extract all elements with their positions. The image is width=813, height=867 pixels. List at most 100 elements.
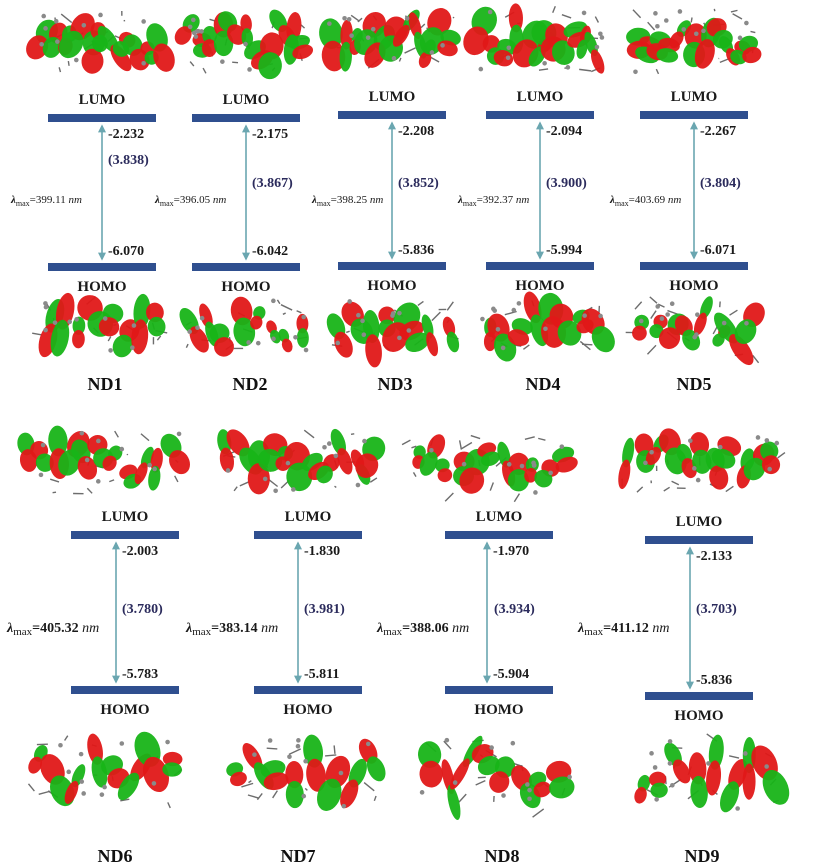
homo-bar (192, 263, 300, 271)
lumo-bar (254, 531, 362, 539)
homo-label: HOMO (674, 708, 723, 724)
molecule-name: ND9 (685, 846, 720, 866)
lumo-bar (645, 536, 753, 544)
molecule-name: ND8 (485, 846, 520, 866)
homo-energy: -6.070 (108, 244, 144, 259)
lumo-orbital-image (217, 428, 386, 495)
homo-bar (254, 686, 362, 694)
lumo-orbital-image (174, 9, 314, 80)
lumo-bar (338, 111, 446, 119)
lambda-max-label: λmax=399.11 nm (10, 194, 82, 208)
lumo-energy: -2.094 (546, 124, 582, 139)
band-gap-value: (3.900) (546, 176, 587, 191)
lumo-label: LUMO (476, 509, 523, 525)
lumo-bar (71, 531, 179, 539)
lumo-label: LUMO (517, 89, 564, 105)
lumo-energy: -2.003 (122, 544, 158, 559)
lumo-orbital-image (401, 434, 578, 503)
homo-energy: -6.071 (700, 243, 736, 258)
lumo-energy: -2.232 (108, 127, 144, 142)
homo-label: HOMO (669, 278, 718, 294)
molecule-name: ND7 (281, 846, 316, 866)
lumo-energy: -2.208 (398, 124, 434, 139)
homo-energy: -5.904 (493, 667, 529, 682)
homo-energy: -5.836 (696, 673, 732, 688)
band-gap-value: (3.934) (494, 602, 535, 617)
lumo-label: LUMO (676, 514, 723, 530)
homo-bar (640, 262, 748, 270)
lumo-orbital-image (626, 8, 762, 75)
lumo-energy: -2.175 (252, 127, 288, 142)
homo-orbital-image (634, 733, 790, 813)
molecule-name: ND2 (233, 374, 268, 394)
homo-orbital-image (179, 296, 309, 357)
lumo-bar (192, 114, 300, 122)
lumo-orbital-image (319, 8, 461, 72)
band-gap-value: (3.867) (252, 176, 293, 191)
panel-nd9: LUMO HOMO -2.133 -5.836 (3.703) λmax=411.12 n… (577, 428, 790, 866)
lambda-max-label: λmax=388.06 nm (376, 621, 469, 638)
homo-orbital-image (625, 296, 765, 366)
band-gap-value: (3.838) (108, 153, 149, 168)
lambda-max-label: λmax=403.69 nm (609, 194, 681, 208)
panel-nd3: LUMO HOMO -2.208 -5.836 (3.852) λmax=398.25 n… (311, 8, 461, 394)
homo-energy: -5.783 (122, 667, 158, 682)
homo-orbital-image (226, 734, 386, 811)
homo-bar (71, 686, 179, 694)
lambda-max-label: λmax=398.25 nm (311, 194, 383, 208)
homo-energy: -5.994 (546, 243, 582, 258)
homo-orbital-image (27, 731, 183, 809)
lumo-label: LUMO (671, 89, 718, 105)
band-gap-value: (3.804) (700, 176, 741, 191)
lambda-max-label: λmax=405.32 nm (6, 621, 99, 638)
molecule-name: ND6 (98, 846, 133, 866)
molecule-name: ND3 (378, 374, 413, 394)
homo-energy: -5.836 (398, 243, 434, 258)
lumo-orbital-image (26, 10, 175, 74)
lumo-energy: -1.830 (304, 544, 340, 559)
homo-orbital-image (480, 291, 615, 362)
lambda-max-label: λmax=411.12 nm (577, 621, 670, 638)
homo-bar (338, 262, 446, 270)
band-gap-value: (3.852) (398, 176, 439, 191)
lumo-bar (48, 114, 156, 122)
lambda-max-label: λmax=383.14 nm (185, 621, 278, 638)
lumo-label: LUMO (79, 92, 126, 108)
band-gap-value: (3.780) (122, 602, 163, 617)
homo-label: HOMO (221, 279, 270, 295)
homo-orbital-image (326, 299, 460, 368)
lambda-max-label: λmax=396.05 nm (154, 194, 226, 208)
homo-energy: -6.042 (252, 244, 288, 259)
lumo-energy: -1.970 (493, 544, 529, 559)
homo-label: HOMO (77, 279, 126, 295)
band-gap-value: (3.981) (304, 602, 345, 617)
lambda-max-label: λmax=392.37 nm (457, 194, 529, 208)
homo-orbital-image (32, 292, 168, 358)
molecule-name: ND1 (88, 374, 123, 394)
panel-nd2: LUMO HOMO -2.175 -6.042 (3.867) λmax=396.05 n… (154, 9, 314, 394)
lumo-label: LUMO (223, 92, 270, 108)
molecule-name: ND4 (526, 374, 561, 394)
homo-label: HOMO (367, 278, 416, 294)
homo-label: HOMO (474, 702, 523, 718)
homo-bar (445, 686, 553, 694)
panel-nd1: LUMO HOMO -2.232 -6.070 (3.838) λmax=399.11 n… (10, 10, 175, 394)
molecule-name: ND5 (677, 374, 712, 394)
lumo-orbital-image (17, 425, 190, 495)
lumo-orbital-image (463, 3, 605, 74)
homo-bar (645, 692, 753, 700)
homo-orbital-image (418, 735, 575, 820)
homo-label: HOMO (100, 702, 149, 718)
band-gap-value: (3.703) (696, 602, 737, 617)
lumo-bar (640, 111, 748, 119)
lumo-bar (445, 531, 553, 539)
lumo-orbital-image (618, 428, 786, 493)
lumo-energy: -2.133 (696, 549, 732, 564)
lumo-bar (486, 111, 594, 119)
lumo-label: LUMO (369, 89, 416, 105)
